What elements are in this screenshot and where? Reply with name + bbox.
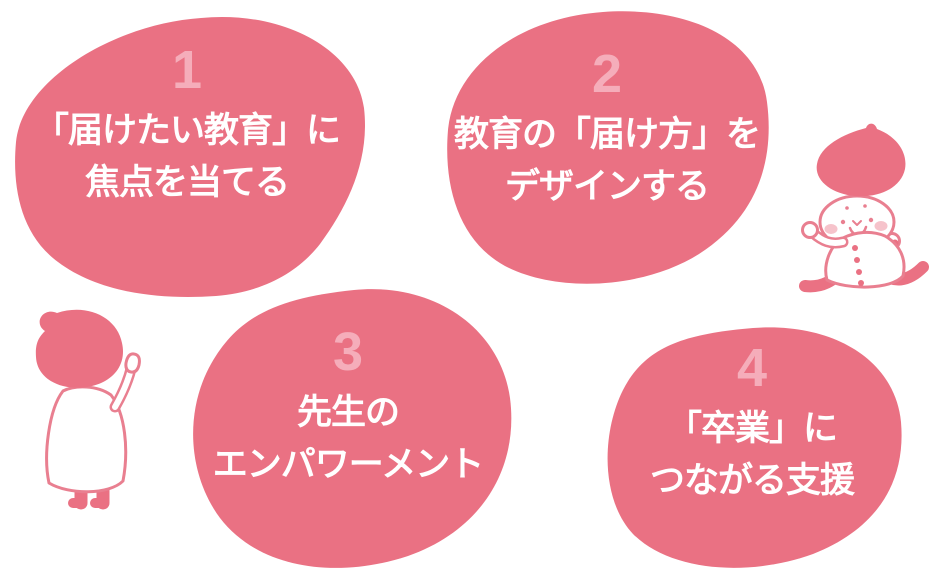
pillar-number: 3 — [332, 322, 364, 382]
pillar-text-line2: エンパワーメント — [212, 445, 485, 485]
pillar-card-2: 2 教育の「届け方」を デザインする — [441, 6, 773, 292]
pillar-text-line2: 焦点を当てる — [84, 163, 290, 203]
pillar-card-4: 4 「卒業」に つながる支援 — [597, 322, 907, 572]
blob-shape-3 — [193, 289, 512, 568]
pillar-text-line2: つながる支援 — [649, 461, 855, 501]
pillar-text-line1: 教育の「届け方」を — [453, 114, 761, 154]
pillar-number: 4 — [736, 338, 768, 398]
blob-shape-4 — [607, 327, 902, 568]
blob-shape-1 — [15, 16, 365, 297]
pillar-text-line2: デザインする — [504, 167, 710, 207]
pillar-text-line1: 「卒業」に — [666, 408, 838, 448]
waving-child-mascot-icon — [35, 309, 141, 510]
pillar-number: 2 — [591, 44, 623, 104]
pillar-text-line1: 「届けたい教育」に — [33, 110, 341, 150]
blob-shape-2 — [447, 11, 769, 284]
pillar-card-1: 1 「届けたい教育」に 焦点を当てる — [6, 8, 368, 300]
pillar-text-line1: 先生の — [296, 392, 400, 432]
running-child-mascot-icon — [799, 123, 929, 293]
pillar-card-3: 3 先生の エンパワーメント — [178, 282, 518, 572]
pillar-number: 1 — [171, 40, 203, 100]
